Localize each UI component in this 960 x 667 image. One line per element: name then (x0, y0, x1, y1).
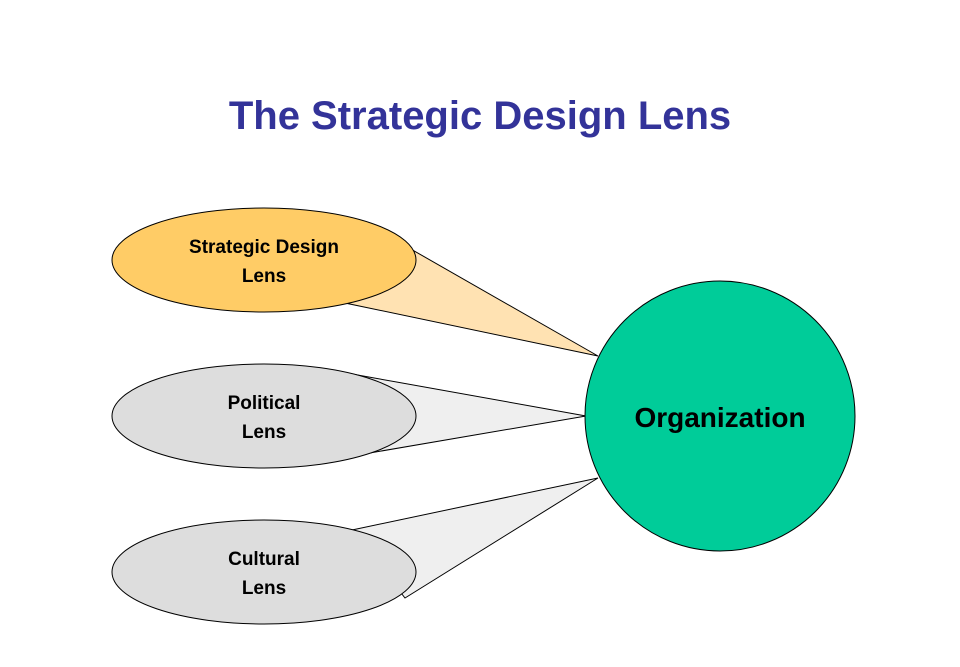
strategic-design-lens: Strategic Design Lens (111, 207, 417, 313)
political-lens-label-line1: Political (228, 393, 301, 414)
cultural-lens-label-line1: Cultural (228, 549, 300, 570)
cultural-lens: Cultural Lens (111, 519, 417, 625)
cultural-lens-label-line2: Lens (242, 578, 286, 599)
strategic-lens-label-line1: Strategic Design (189, 237, 339, 258)
political-lens: Political Lens (111, 363, 417, 469)
diagram-title: The Strategic Design Lens (228, 94, 732, 138)
organization-circle: Organization (584, 280, 856, 552)
strategic-lens-label-line2: Lens (242, 266, 286, 287)
political-lens-label-line2: Lens (242, 422, 286, 443)
organization-label: Organization (634, 402, 805, 433)
